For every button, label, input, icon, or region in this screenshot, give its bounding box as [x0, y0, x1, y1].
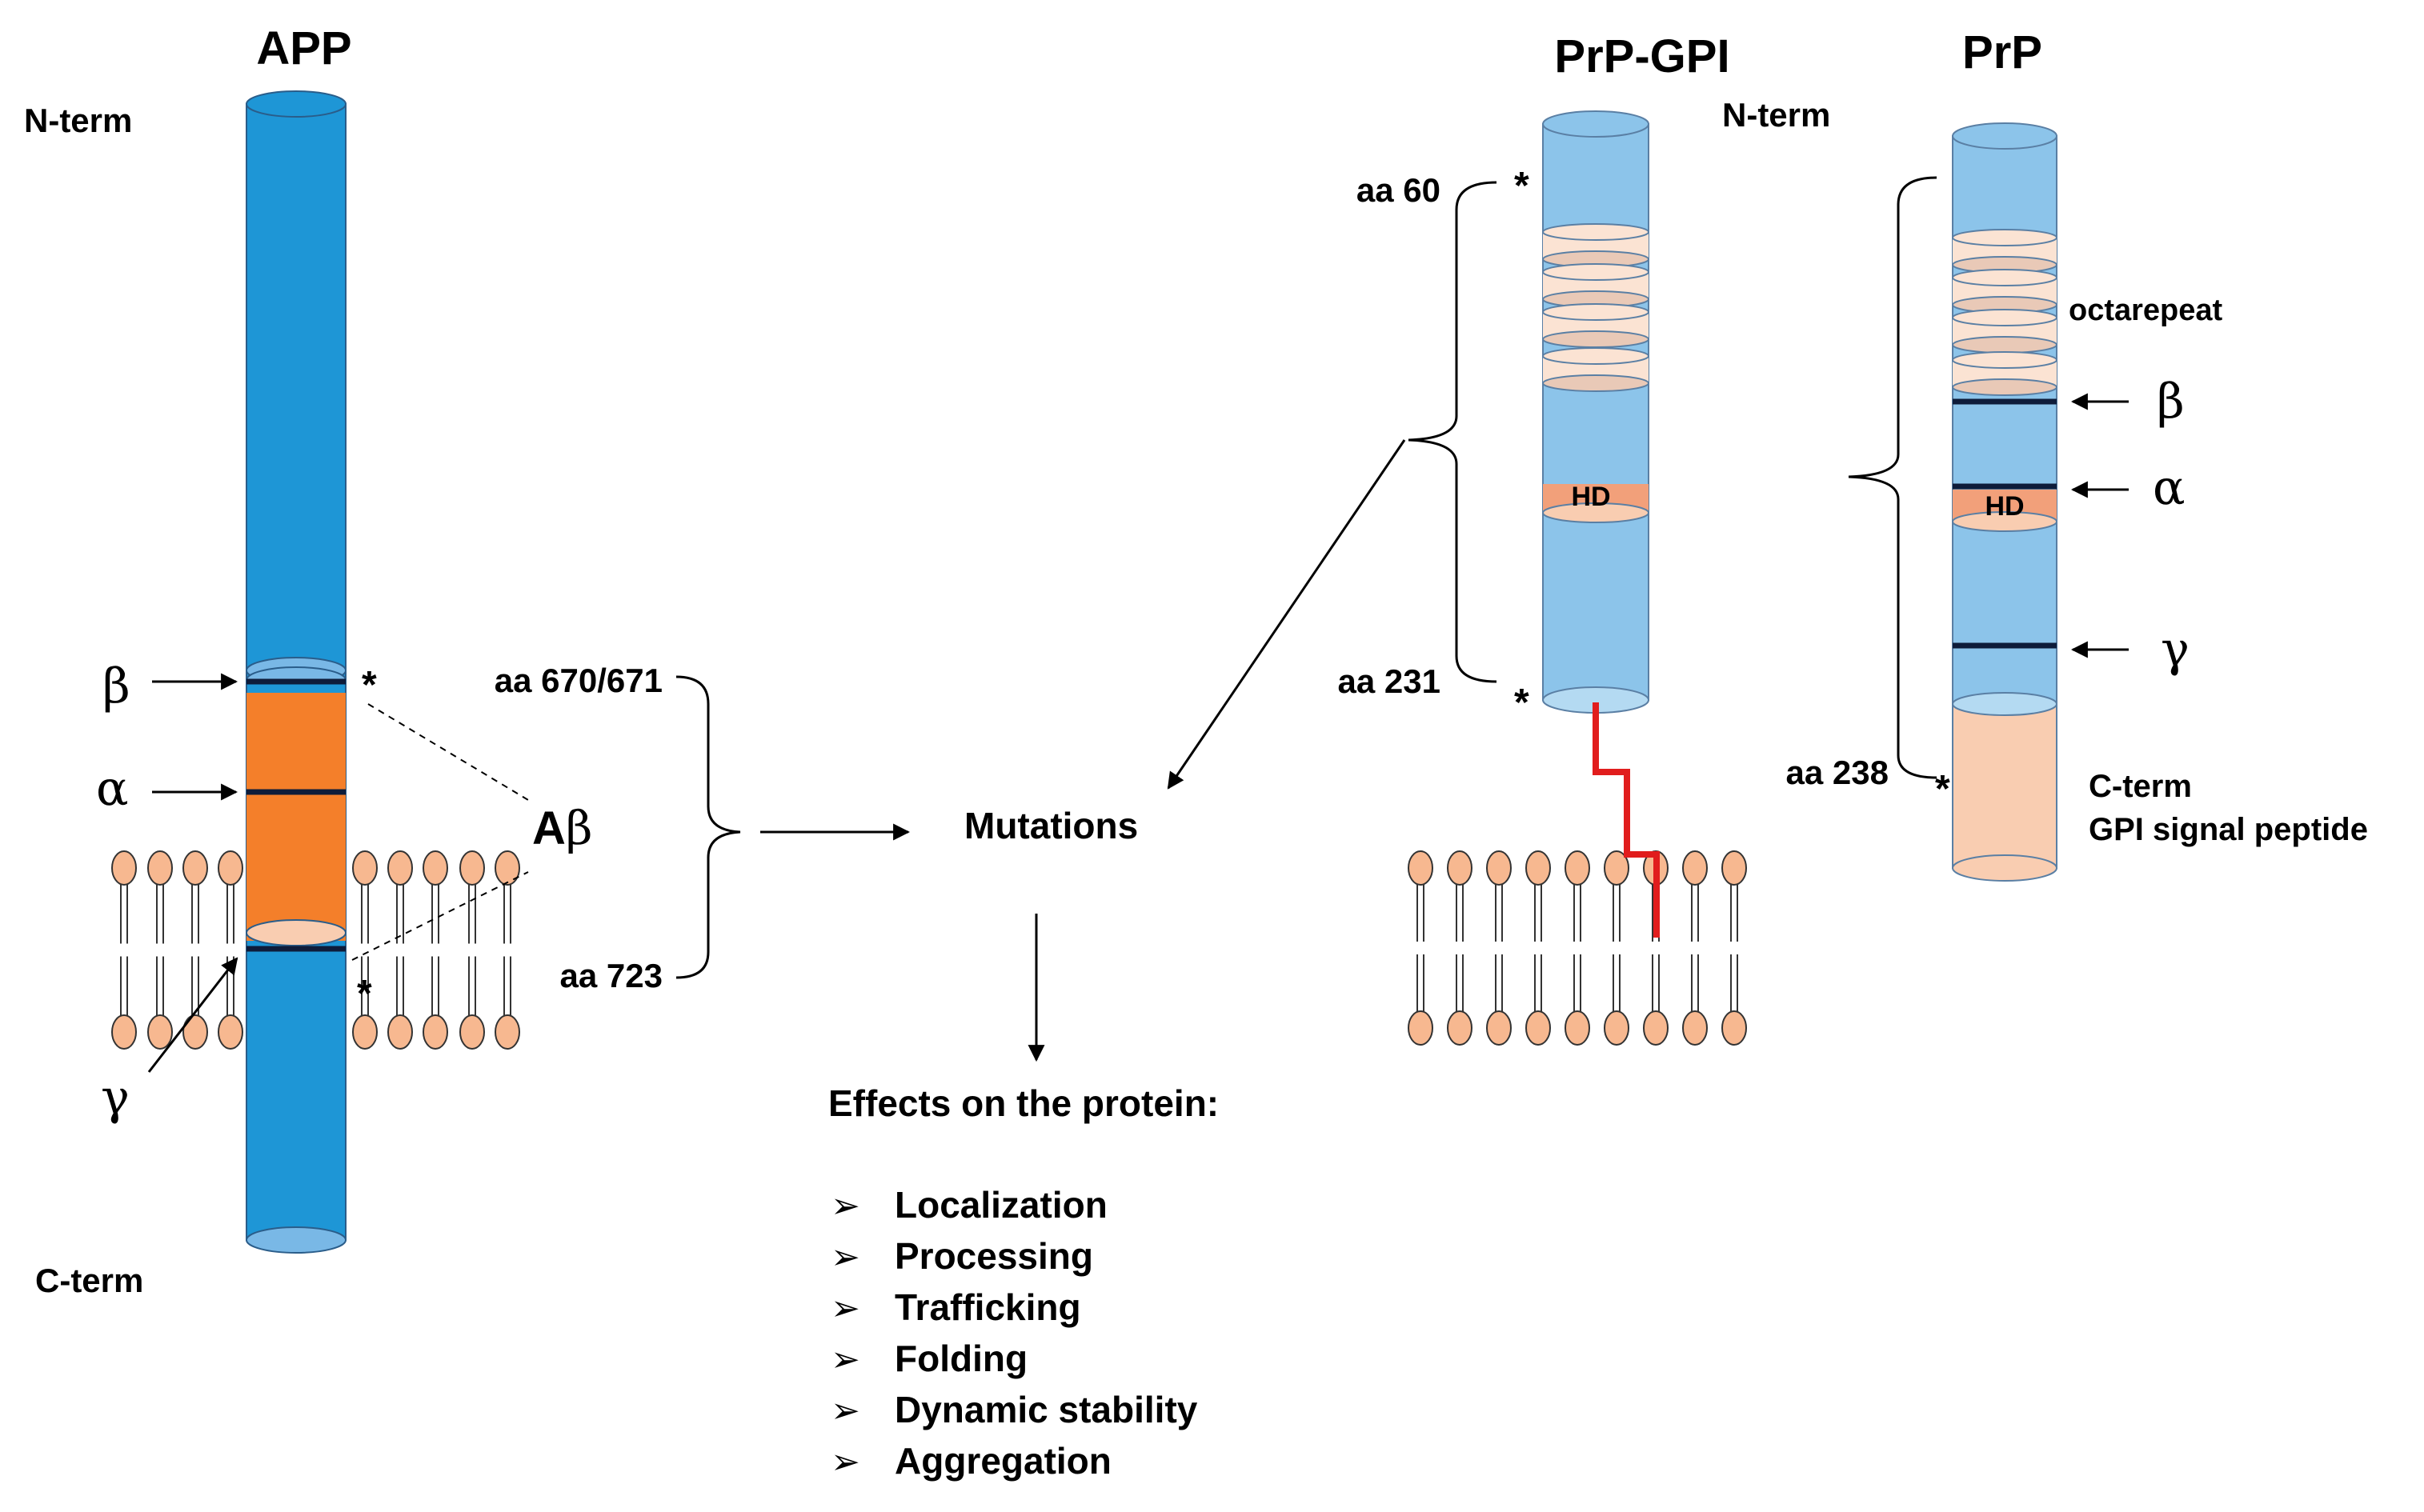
lipid-molecule	[1486, 850, 1512, 1046]
effects-list-item: Aggregation	[895, 1440, 1112, 1482]
prp-asterisk-end: *	[1935, 768, 1950, 810]
app-title: APP	[256, 22, 351, 74]
lipid-molecule	[352, 850, 378, 1050]
effects-bullet: ➢	[831, 1391, 860, 1430]
lipid-molecule	[111, 850, 137, 1050]
app-asterisk-end: *	[357, 973, 372, 1015]
app-lipid-bilayer	[111, 850, 520, 1050]
lipid-molecule	[182, 850, 208, 1050]
prp-gpi-octarepeat-bands	[1542, 223, 1649, 392]
lipid-molecule	[1682, 850, 1708, 1046]
lipid-molecule	[1408, 850, 1433, 1046]
lipid-molecule	[495, 850, 520, 1050]
prp-gpi-protein-cylinder	[1542, 110, 1649, 714]
prp-c-term-label: C-term	[2089, 769, 2192, 804]
effects-list-item: Folding	[895, 1338, 1028, 1379]
octarepeat-band	[1952, 309, 2057, 354]
lipid-molecule	[1721, 850, 1747, 1046]
octarepeat-band	[1542, 303, 1649, 348]
prp-gamma-label: γ	[2161, 622, 2190, 678]
lipid-molecule	[423, 850, 448, 1050]
octarepeat-band	[1542, 223, 1649, 268]
gpi-anchor-line	[1593, 702, 1660, 938]
prp-hd-label: HD	[1985, 491, 2024, 522]
prp-gpi-signal-label: GPI signal peptide	[2089, 812, 2368, 847]
prp-n-term-label: N-term	[1722, 96, 1830, 134]
effects-list-item: Dynamic stability	[895, 1389, 1198, 1430]
effects-list-item: Localization	[895, 1184, 1108, 1226]
prp-gpi-asterisk-start: *	[1514, 165, 1529, 207]
effects-title: Effects on the protein:	[828, 1082, 1219, 1124]
prp-gpi-hd-label: HD	[1571, 482, 1610, 512]
effects-bullet: ➢	[831, 1340, 860, 1379]
prp-octarepeat-label: octarepeat	[2069, 294, 2223, 327]
prp-alpha-label: α	[2153, 460, 2186, 516]
prp-c-term-region	[1952, 703, 2057, 869]
app-aa-end-label: aa 723	[560, 957, 663, 994]
prp-beta-label: β	[2157, 374, 2185, 430]
prp-octarepeat-bands	[1952, 229, 2057, 396]
app-aa-brace	[675, 675, 741, 979]
lipid-molecule	[1447, 850, 1472, 1046]
mutations-label: Mutations	[964, 805, 1138, 846]
prp-aa-brace	[1848, 176, 1937, 779]
app-aa-start-label: aa 670/671	[495, 662, 663, 699]
effects-bullet: ➢	[831, 1289, 860, 1328]
effects-bullet: ➢	[831, 1238, 860, 1277]
app-asterisk-start: *	[362, 664, 377, 706]
effects-bullet: ➢	[831, 1442, 860, 1482]
app-alpha-label: α	[96, 761, 129, 817]
app-n-term-label: N-term	[24, 102, 132, 139]
octarepeat-band	[1542, 263, 1649, 308]
app-c-term-label: C-term	[35, 1262, 143, 1299]
prp-gpi-lipid-bilayer	[1408, 850, 1747, 1046]
effects-list: ➢ Localization ➢ Processing ➢ Trafficking ➢ Fol…	[831, 1184, 1198, 1482]
octarepeat-band	[1952, 269, 2057, 314]
app-gamma-label: γ	[101, 1070, 130, 1126]
lipid-molecule	[147, 850, 173, 1050]
prp-protein-cylinder	[1952, 122, 2057, 882]
prp-gpi-aa-brace	[1408, 181, 1497, 683]
effects-list-item: Trafficking	[895, 1286, 1081, 1328]
effects-bullet: ➢	[831, 1186, 860, 1226]
app-gamma-arrow	[147, 957, 238, 1073]
lipid-molecule	[1525, 850, 1551, 1046]
prp-title: PrP	[1962, 26, 2042, 78]
lipid-molecule	[387, 850, 413, 1050]
lipid-molecule	[218, 850, 243, 1050]
octarepeat-band	[1952, 229, 2057, 274]
octarepeat-band	[1952, 351, 2057, 396]
prp-gpi-asterisk-end: *	[1514, 682, 1529, 724]
prp-aa-end-label: aa 238	[1786, 754, 1889, 791]
app-abeta-dashed-bottom	[351, 871, 529, 961]
effects-list-item: Processing	[895, 1235, 1093, 1277]
app-abeta-region	[246, 693, 346, 941]
lipid-molecule	[1565, 850, 1590, 1046]
app-abeta-dashed-top	[367, 703, 529, 801]
octarepeat-band	[1542, 347, 1649, 392]
lipid-molecule	[459, 850, 485, 1050]
app-protein-cylinder	[246, 90, 347, 1254]
prp-to-mutations-arrow	[1167, 439, 1406, 790]
prp-gpi-aa-end-label: aa 231	[1338, 662, 1440, 700]
prp-gpi-aa-start-label: aa 60	[1356, 171, 1440, 209]
prp-gpi-title: PrP-GPI	[1554, 30, 1729, 82]
lipid-molecule	[1604, 850, 1629, 1046]
app-beta-label: β	[102, 658, 130, 714]
app-abeta-label: Aβ	[532, 801, 592, 855]
